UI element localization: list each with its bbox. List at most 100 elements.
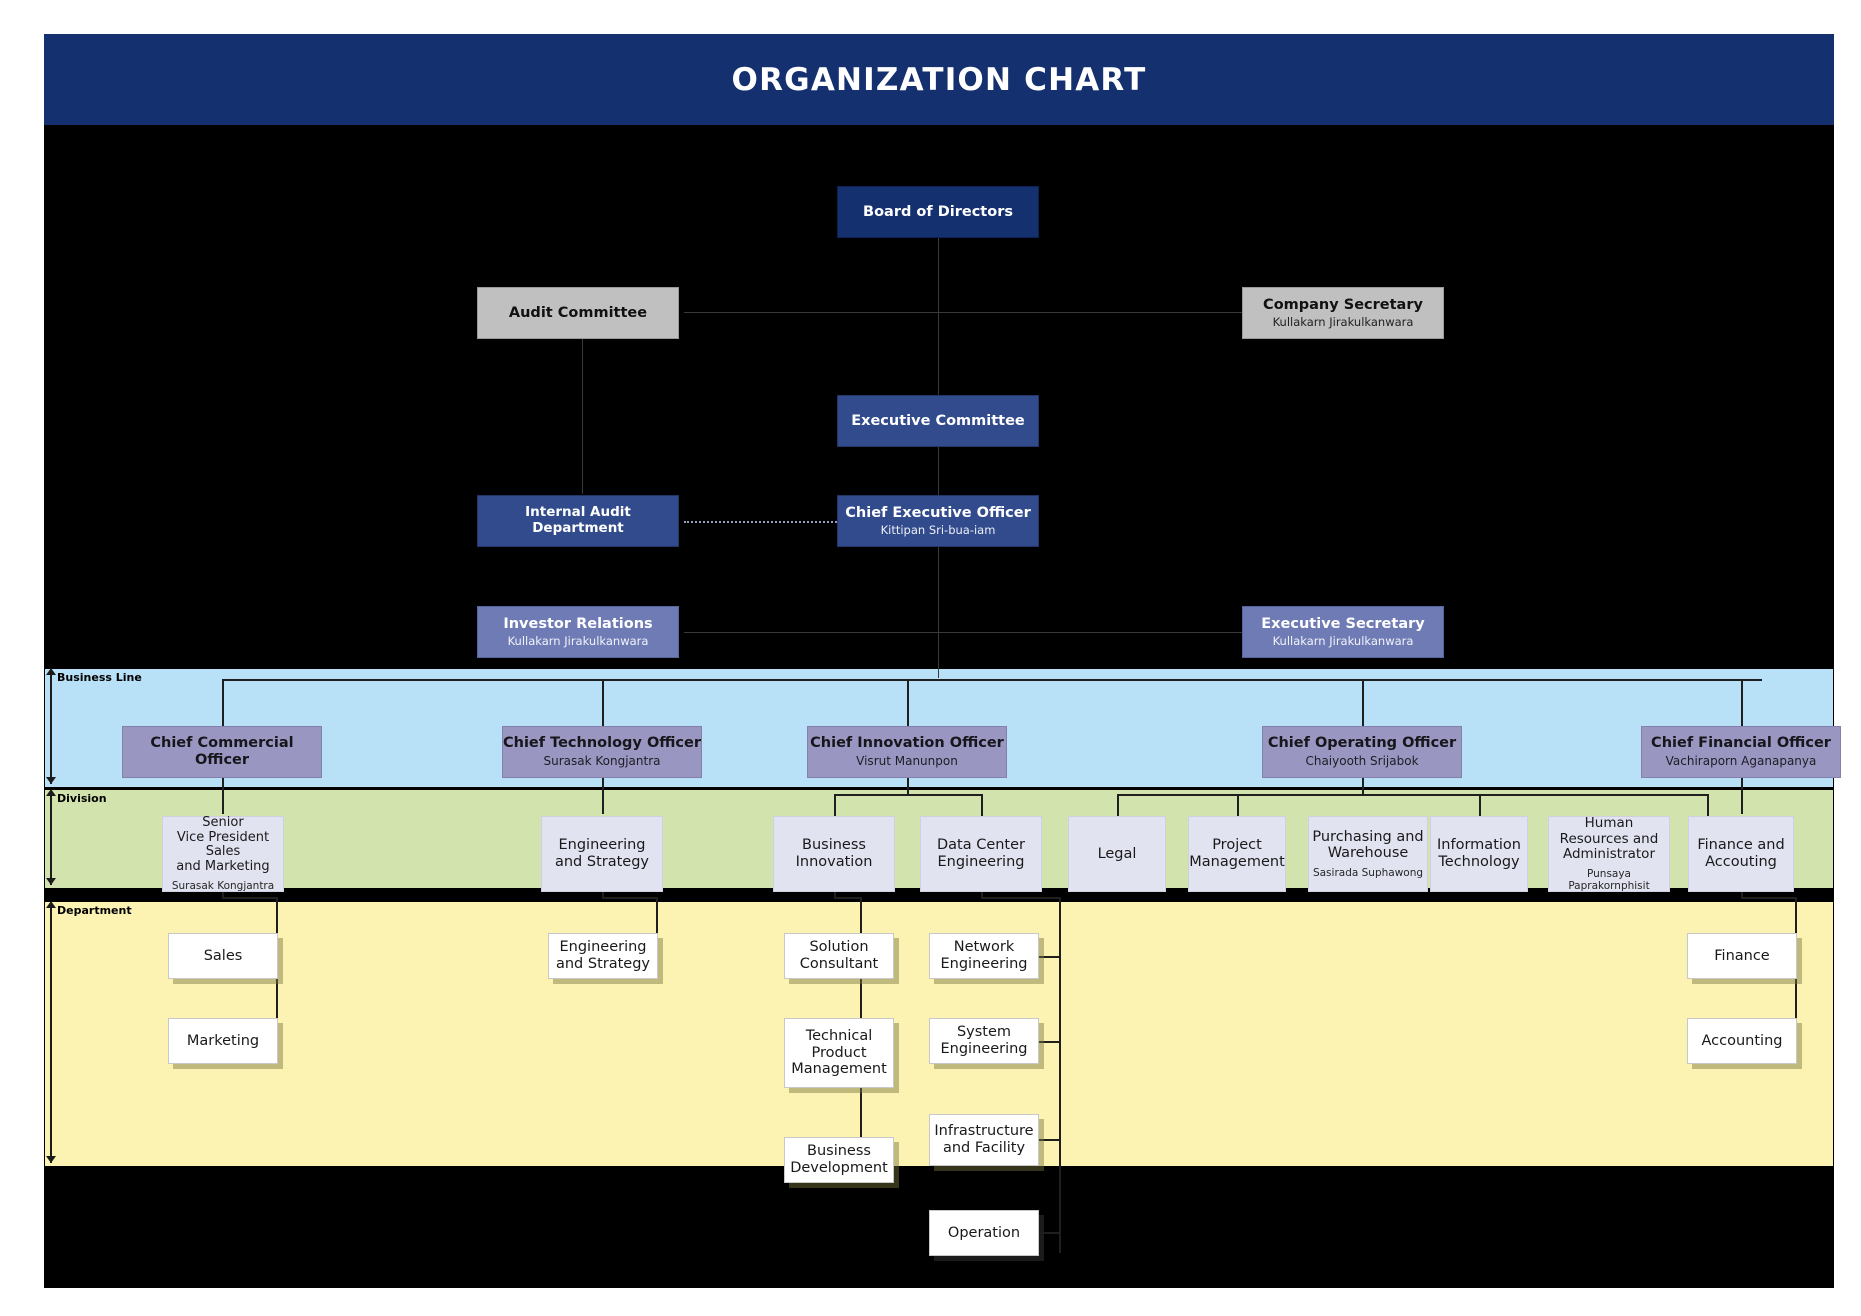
connector-cco-drop [222,679,224,729]
node-department-infrastructure-and-facility[interactable]: Infrastructure and Facility [929,1114,1039,1166]
connector-coo-to-it [1479,794,1481,816]
swimlane-measure-division [50,793,52,885]
connector-board-down [938,238,939,678]
connector-cfo-to-finance [1741,776,1743,814]
connector-coo-to-projectmgmt [1237,794,1239,816]
node-board-of-directors[interactable]: Board of Directors [837,186,1039,238]
node-title: Business Development [790,1143,888,1176]
node-department-sales[interactable]: Sales [168,933,278,979]
node-person: Chaiyooth Srijabok [1305,753,1419,768]
node-division-business-innovation[interactable]: Business Innovation [773,816,895,892]
node-chief-financial-officer[interactable]: Chief Financial Officer Vachiraporn Agan… [1641,726,1841,778]
node-division-purchasing-and-warehouse[interactable]: Purchasing and Warehouse Sasirada Suphaw… [1308,816,1428,892]
node-executive-secretary[interactable]: Executive Secretary Kullakarn Jirakulkan… [1242,606,1444,658]
node-title: Infrastructure and Facility [934,1123,1034,1156]
connector-businnov-bus [834,897,862,899]
node-title: Executive Committee [851,412,1025,429]
node-company-secretary[interactable]: Company Secretary Kullakarn Jirakulkanwa… [1242,287,1444,339]
connector-financediv-bus [1741,897,1797,899]
node-title: System Engineering [940,1024,1028,1057]
connector-engstrategy-rail [656,897,658,954]
node-person: Kullakarn Jirakulkanwara [1272,634,1414,649]
connector-datacenter-bus [981,897,1061,899]
node-department-solution-consultant[interactable]: Solution Consultant [784,933,894,979]
node-division-project-management[interactable]: Project Management [1188,816,1286,892]
node-title: Chief Commercial Officer [150,735,294,768]
node-department-network-engineering[interactable]: Network Engineering [929,933,1039,979]
node-title: Executive Secretary [1261,615,1425,632]
node-person: Visrut Manunpon [856,753,958,768]
swimlane-label-department: Department [57,904,132,917]
connector-svp-bus [222,897,278,899]
node-title: Data Center Engineering [936,837,1026,870]
connector-internal-audit-ceo-dashed [684,521,844,523]
node-department-operation[interactable]: Operation [929,1210,1039,1256]
node-division-engineering-and-strategy[interactable]: Engineering and Strategy [541,816,663,892]
node-title: Engineering and Strategy [555,939,651,972]
node-title: Audit Committee [508,304,648,321]
node-department-engineering-and-strategy[interactable]: Engineering and Strategy [548,933,658,979]
node-chief-commercial-officer[interactable]: Chief Commercial Officer [122,726,322,778]
connector-cto-to-engstrategy [602,776,604,814]
node-division-finance-and-accouting[interactable]: Finance and Accouting [1688,816,1794,892]
node-title: Accounting [1701,1032,1783,1049]
node-title: Purchasing and Warehouse [1312,828,1424,862]
node-title: Finance and Accouting [1697,837,1785,870]
node-division-legal[interactable]: Legal [1068,816,1166,892]
connector-cio-stem [907,776,909,794]
connector-coo-bus [1117,794,1707,796]
node-chief-executive-officer[interactable]: Chief Executive Officer Kittipan Sri-bua… [837,495,1039,547]
node-person: Kittipan Sri-bua-iam [880,523,996,538]
node-title: Senior Vice President Sales and Marketin… [176,814,270,875]
node-department-finance[interactable]: Finance [1687,933,1797,979]
node-division-svp-sales-and-marketing[interactable]: Senior Vice President Sales and Marketin… [162,814,284,893]
node-department-system-engineering[interactable]: System Engineering [929,1018,1039,1064]
node-person: Surasak Kongjantra [171,880,275,893]
swimlane-measure-business-line [50,672,52,784]
connector-audit-secretary [684,312,1268,313]
node-person: Kullakarn Jirakulkanwara [507,634,649,649]
node-investor-relations[interactable]: Investor Relations Kullakarn Jirakulkanw… [477,606,679,658]
node-department-marketing[interactable]: Marketing [168,1018,278,1064]
connector-engstrategy-bus [602,897,658,899]
connector-cio-drop [907,679,909,729]
swimlane-label-business-line: Business Line [57,671,142,684]
node-audit-committee[interactable]: Audit Committee [477,287,679,339]
node-title: Sales [203,947,243,964]
node-title: Chief Innovation Officer [810,735,1004,752]
node-title: Company Secretary [1263,296,1423,313]
node-department-technical-product-management[interactable]: Technical Product Management [784,1018,894,1088]
node-internal-audit-department[interactable]: Internal Audit Department [477,495,679,547]
node-title: Finance [1714,947,1770,964]
node-title: Engineering and Strategy [554,837,650,870]
node-title: Network Engineering [940,939,1028,972]
node-title: Solution Consultant [799,939,879,972]
node-person: Punsaya Paprakornphisit [1568,867,1650,892]
node-division-information-technology[interactable]: Information Technology [1430,816,1528,892]
node-title: Business Innovation [795,837,873,870]
node-title: Chief Technology Officer [503,735,702,752]
node-title: Human Resources and Administrator [1559,815,1659,863]
node-department-business-development[interactable]: Business Development [784,1137,894,1183]
node-person: Surasak Kongjantra [543,753,661,768]
node-title: Information Technology [1437,837,1521,870]
org-chart-canvas: ORGANIZATION CHART Business Line Divisio… [44,34,1841,1288]
node-title: Chief Financial Officer [1651,735,1831,752]
connector-coo-stem [1362,776,1364,794]
swimlane-arrow-department-bottom [46,1156,56,1163]
node-title: Chief Executive Officer [845,504,1031,521]
node-chief-operating-officer[interactable]: Chief Operating Officer Chaiyooth Srijab… [1262,726,1462,778]
swimlane-label-division: Division [57,792,107,805]
node-chief-innovation-officer[interactable]: Chief Innovation Officer Visrut Manunpon [807,726,1007,778]
node-division-human-resources-and-administrator[interactable]: Human Resources and Administrator Punsay… [1548,815,1670,892]
node-division-data-center-engineering[interactable]: Data Center Engineering [920,816,1042,892]
node-title: Internal Audit Department [525,504,631,536]
node-title: Chief Operating Officer [1267,735,1457,752]
connector-coo-to-hr [1707,794,1709,816]
node-person: Kullakarn Jirakulkanwara [1272,315,1414,330]
node-chief-technology-officer[interactable]: Chief Technology Officer Surasak Kongjan… [502,726,702,778]
node-department-accounting[interactable]: Accounting [1687,1018,1797,1064]
node-executive-committee[interactable]: Executive Committee [837,395,1039,447]
node-title: Investor Relations [503,615,653,632]
chart-title-bar: ORGANIZATION CHART [44,34,1834,125]
